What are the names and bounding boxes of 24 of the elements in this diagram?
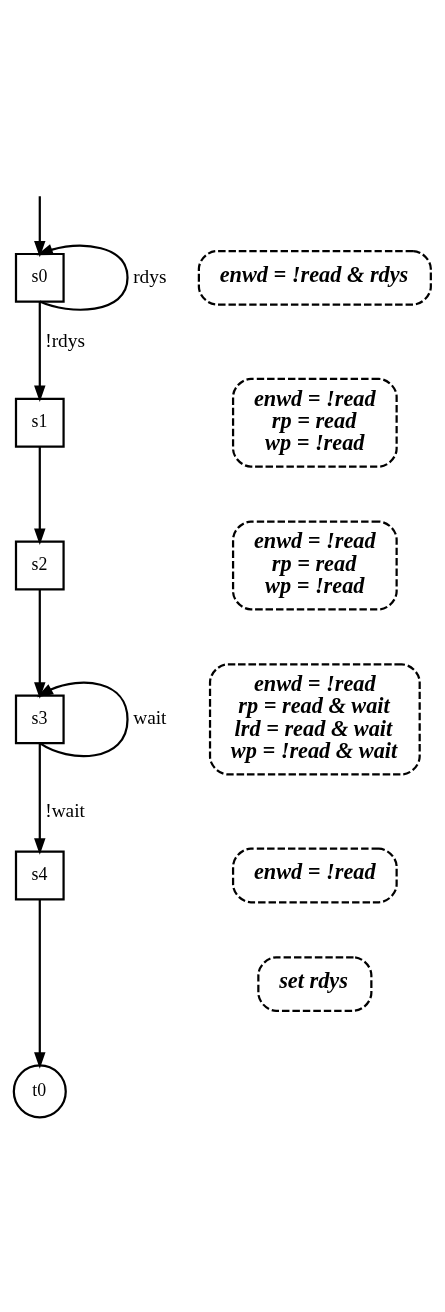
node-circle: t0: [12, 1064, 67, 1119]
arrow: [36, 681, 129, 758]
node-box: enwd = !read rp = read wp = !read: [231, 520, 398, 611]
arrow: [34, 196, 54, 258]
node-box: enwd = !read rp = read wp = !read: [231, 377, 398, 468]
edge-label: !wait: [45, 799, 85, 821]
edge-label: !rdys: [45, 329, 85, 351]
edge-label: wait: [133, 707, 167, 729]
node-box: s4: [14, 850, 65, 901]
arrow: [34, 899, 46, 1069]
arrow: [34, 446, 46, 545]
node-box: enwd = !read rp = read & wait lrd = read & wait wp = !read & wait: [208, 663, 421, 776]
edge-label: rdys: [133, 265, 167, 287]
node-box: s0: [14, 252, 65, 303]
node-box: enwd = !read & rdys: [197, 249, 432, 306]
node-box: enwd = !read: [231, 847, 398, 904]
arrow: [34, 302, 46, 402]
node-box: s1: [14, 397, 65, 448]
arrow: [36, 244, 129, 311]
node-box: s2: [14, 540, 65, 591]
node-box: s3: [14, 694, 65, 745]
arrow: [34, 743, 46, 855]
node-box: set rdys: [257, 956, 373, 1012]
arrow: [34, 589, 46, 699]
